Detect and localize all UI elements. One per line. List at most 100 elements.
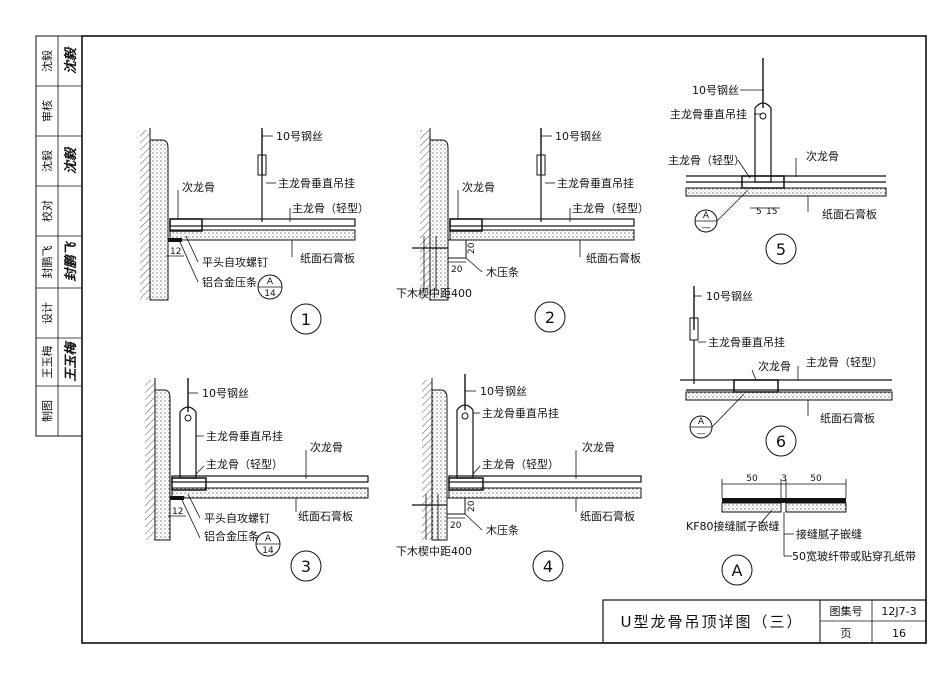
gypsum-board	[685, 391, 893, 401]
svg-text:2: 2	[545, 308, 555, 327]
detail-number-5: 5	[765, 233, 797, 265]
label-main: 主龙骨（轻型）	[206, 457, 283, 471]
label-wire: 10号钢丝	[202, 387, 249, 400]
label-hanger: 主龙骨垂直吊挂	[708, 335, 785, 349]
label-secondary: 次龙骨	[758, 359, 791, 373]
dim-5: 5	[756, 207, 762, 217]
label-board: 纸面石膏板	[580, 509, 635, 523]
board-left	[721, 502, 782, 513]
detail-1: 12 10号钢丝 主龙骨垂直吊挂 次龙骨 主龙骨（轻型） 纸面石膏板 平头自攻螺…	[140, 128, 369, 335]
detail-a: 50 3 50 KF80接缝腻子嵌缝 接缝腻子嵌缝 50宽玻纤带或贴穿孔纸带 A	[686, 474, 916, 586]
wood-strip	[447, 239, 467, 259]
dim-20: 20	[451, 265, 463, 275]
wood-strip	[446, 497, 466, 515]
dim-15: 15	[766, 207, 777, 217]
dim-12: 12	[172, 507, 183, 517]
label-main: 主龙骨（轻型）	[806, 355, 883, 369]
tape-layer	[722, 498, 846, 503]
board-right	[785, 502, 847, 513]
svg-text:A: A	[267, 277, 274, 287]
label-board: 纸面石膏板	[822, 207, 877, 221]
label-wood-strip: 木压条	[486, 265, 519, 279]
label-board: 纸面石膏板	[586, 251, 641, 265]
secondary-runner	[449, 218, 483, 232]
wall-section	[145, 378, 171, 541]
dim-3: 3	[781, 474, 787, 484]
label-putty: KF80接缝腻子嵌缝	[686, 519, 780, 533]
label-main: 主龙骨（轻型）	[668, 153, 745, 167]
detail-number-a: A	[721, 554, 753, 586]
dim-50-right: 50	[810, 474, 822, 484]
svg-text:14: 14	[264, 289, 276, 299]
dim-20: 20	[450, 521, 462, 531]
label-board: 纸面石膏板	[820, 411, 875, 425]
label-wood-strip: 木压条	[486, 523, 519, 537]
svg-text:A: A	[698, 417, 705, 427]
label-hanger: 主龙骨垂直吊挂	[482, 406, 559, 420]
main-runner	[448, 475, 642, 483]
drawing-title: U型龙骨吊顶详图（三）	[621, 613, 804, 631]
label-seam: 接缝腻子嵌缝	[796, 527, 862, 541]
hanger	[179, 406, 197, 479]
detail-number-2: 2	[534, 301, 566, 333]
label-secondary: 次龙骨	[310, 440, 343, 454]
gypsum-board	[449, 229, 635, 241]
label-secondary: 次龙骨	[462, 180, 495, 194]
section-reference-a: A 14	[257, 274, 283, 300]
gypsum-board	[448, 487, 642, 499]
dim-50-left: 50	[746, 474, 758, 484]
detail-number-4: 4	[532, 550, 564, 582]
dim-20-vertical: 20	[467, 500, 477, 512]
page-label: 页	[841, 627, 852, 640]
hanger	[754, 102, 772, 183]
label-hanger: 主龙骨垂直吊挂	[557, 176, 634, 190]
hanger	[456, 404, 474, 479]
dim-12: 12	[170, 247, 181, 257]
side-role-1: 审核	[40, 100, 54, 122]
svg-text:—: —	[697, 429, 706, 439]
detail-6: 10号钢丝 主龙骨垂直吊挂 次龙骨 主龙骨（轻型） 纸面石膏板 A — 6	[680, 286, 893, 457]
gypsum-board	[685, 187, 887, 197]
label-hanger: 主龙骨垂直吊挂	[670, 107, 747, 121]
side-role-3: 校对	[40, 200, 54, 222]
label-wire: 10号钢丝	[480, 385, 527, 398]
label-board: 纸面石膏板	[298, 509, 353, 523]
aluminum-strip	[168, 238, 182, 242]
label-tape: 50宽玻纤带或贴穿孔纸带	[792, 549, 916, 563]
detail-number-6: 6	[765, 425, 797, 457]
label-strip: 铝合金压条	[204, 529, 259, 543]
signature-3: 王玉梅	[63, 341, 79, 382]
svg-text:3: 3	[301, 557, 311, 576]
main-runner	[449, 218, 635, 227]
svg-text:6: 6	[776, 432, 786, 451]
main-runner	[171, 475, 369, 483]
svg-text:—: —	[702, 223, 711, 233]
label-secondary: 次龙骨	[582, 440, 615, 454]
svg-text:1: 1	[301, 310, 311, 329]
label-strip: 铝合金压条	[202, 275, 257, 289]
label-secondary: 次龙骨	[806, 149, 839, 163]
detail-number-1: 1	[290, 303, 322, 335]
gypsum-board	[171, 487, 369, 499]
section-reference-a: A 14	[255, 531, 281, 557]
svg-text:A: A	[732, 561, 743, 580]
label-wire: 10号钢丝	[276, 130, 323, 143]
gypsum-board	[169, 229, 356, 241]
section-reference-a: A —	[694, 189, 749, 233]
section-reference-a: A —	[689, 393, 745, 439]
atlas-label: 图集号	[830, 604, 863, 618]
side-role-6: 王玉梅	[40, 346, 54, 379]
side-role-2: 沈毅	[40, 150, 54, 172]
wall-section	[422, 378, 448, 541]
detail-4: 20 20 10号钢丝 主龙骨垂直吊挂 次龙骨 主龙骨（轻型） 纸面石膏板 木压…	[396, 374, 642, 582]
detail-2: 20 20 10号钢丝 主龙骨垂直吊挂 次龙骨 主龙骨（轻型） 纸面石膏板 木压…	[396, 128, 649, 333]
svg-text:4: 4	[543, 557, 553, 576]
aluminum-strip	[170, 496, 184, 500]
signature-1: 沈毅	[63, 146, 79, 174]
atlas-number: 12J7-3	[881, 605, 916, 618]
label-hanger: 主龙骨垂直吊挂	[206, 429, 283, 443]
dim-20-vertical: 20	[467, 242, 477, 254]
label-main: 主龙骨（轻型）	[572, 201, 649, 215]
side-role-7: 制图	[41, 400, 54, 422]
label-board: 纸面石膏板	[300, 251, 355, 265]
